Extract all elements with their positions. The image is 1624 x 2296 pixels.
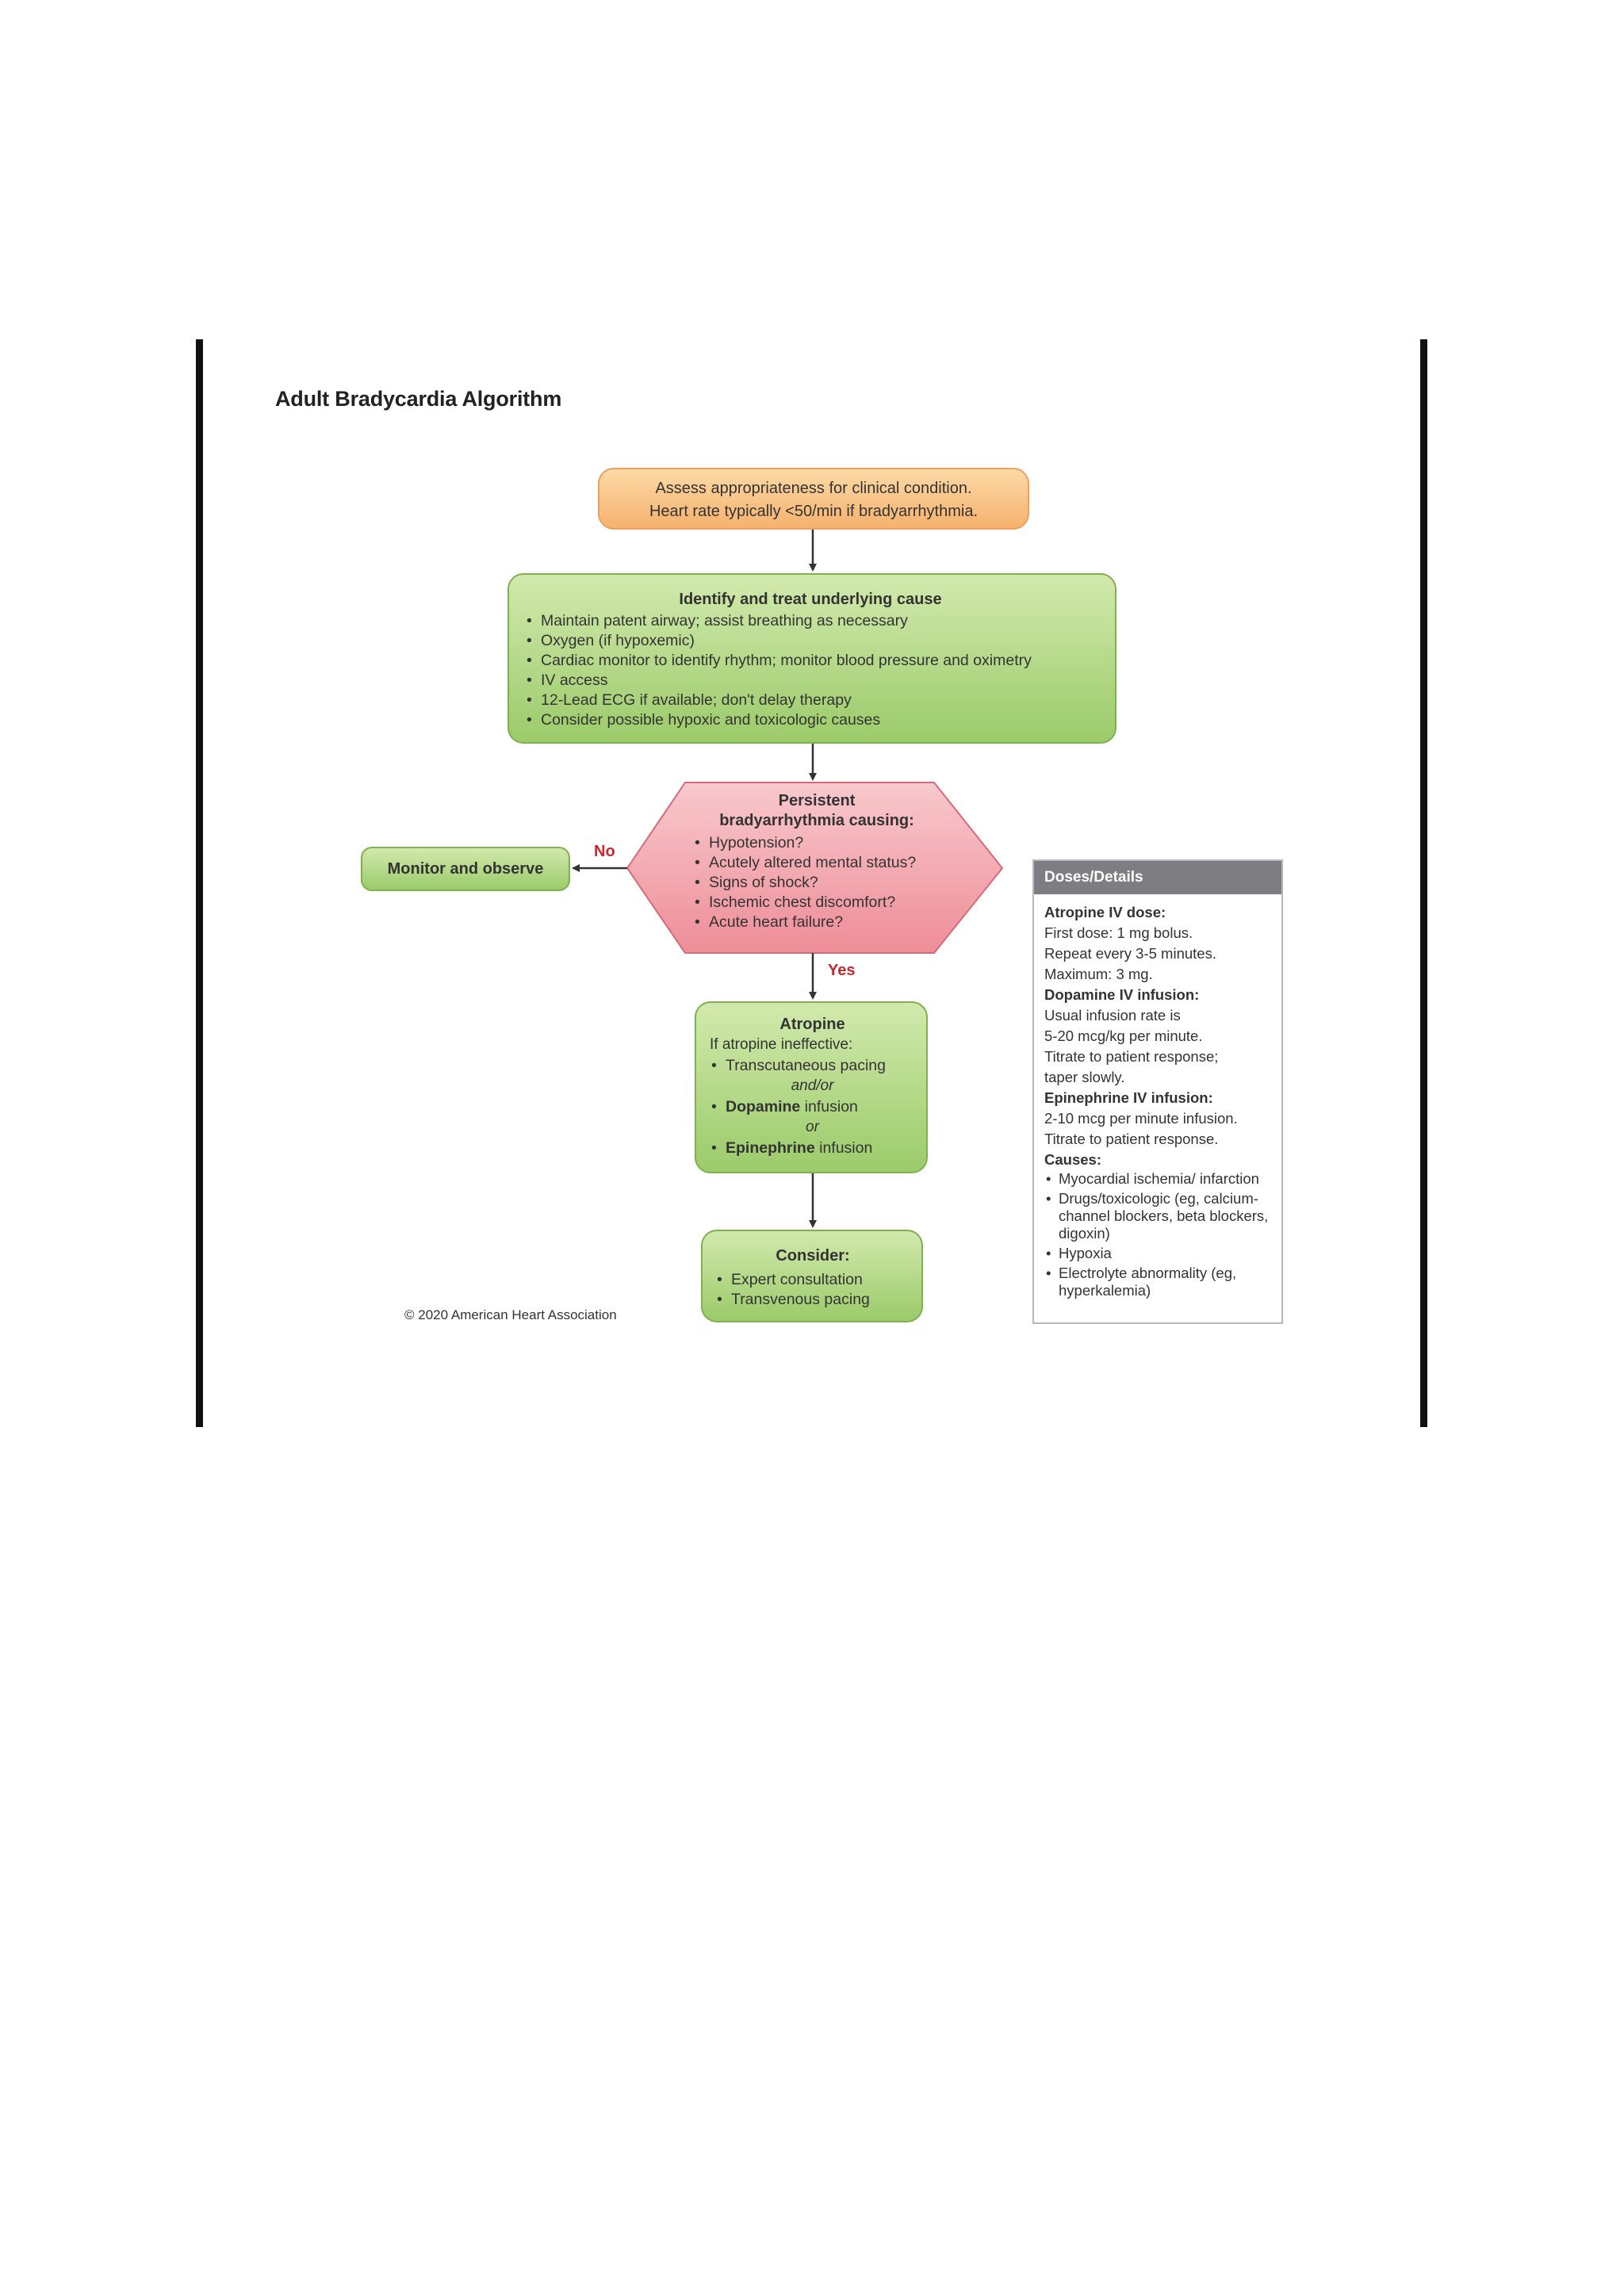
atropine-heading: Atropine	[779, 1016, 845, 1033]
dose-line: 5-20 mcg/kg per minute.	[1044, 1027, 1203, 1044]
list-item: Electrolyte abnormality (eg, hyperkalemi…	[1044, 1265, 1274, 1299]
dopamine-suffix: infusion	[800, 1098, 858, 1115]
page-title: Adult Bradycardia Algorithm	[275, 387, 562, 411]
list-item: Drugs/toxicologic (eg, calcium-channel b…	[1044, 1190, 1274, 1242]
yes-branch-label: Yes	[828, 962, 856, 979]
dopamine-label: Dopamine	[726, 1098, 801, 1115]
identify-treat-box: Identify and treat underlying cause Main…	[508, 573, 1116, 744]
identify-list: Maintain patent airway; assist breathing…	[525, 611, 1096, 730]
atropine-subtext: If atropine ineffective:	[710, 1036, 853, 1053]
atropine-list-2: Dopamine infusion	[710, 1096, 915, 1117]
causes-list: Myocardial ischemia/ infarction Drugs/to…	[1044, 1170, 1274, 1299]
identify-heading: Identify and treat underlying cause	[679, 591, 942, 608]
dopamine-dose-title: Dopamine IV infusion:	[1044, 986, 1200, 1003]
no-branch-label: No	[594, 843, 615, 860]
list-item: Hypotension?	[693, 833, 963, 853]
list-item: Transcutaneous pacing	[710, 1055, 915, 1076]
list-item: IV access	[525, 671, 1096, 691]
atropine-list-3: Epinephrine infusion	[710, 1138, 915, 1158]
dose-line: 2-10 mcg per minute infusion.	[1044, 1110, 1238, 1127]
list-item: Signs of shock?	[693, 873, 963, 893]
dose-line: Titrate to patient response.	[1044, 1131, 1219, 1147]
dose-line: Titrate to patient response;	[1044, 1048, 1219, 1065]
assess-line-1: Assess appropriateness for clinical cond…	[655, 480, 972, 497]
dose-line: Repeat every 3-5 minutes.	[1044, 945, 1216, 962]
list-item: 12-Lead ECG if available; don't delay th…	[525, 691, 1096, 710]
epinephrine-dose-title: Epinephrine IV infusion:	[1044, 1089, 1213, 1106]
atropine-box: Atropine If atropine ineffective: Transc…	[695, 1001, 928, 1173]
list-item: Acutely altered mental status?	[693, 853, 963, 873]
page-border-right	[1420, 339, 1427, 1427]
list-item: Maintain patent airway; assist breathing…	[525, 611, 1096, 631]
dose-line: taper slowly.	[1044, 1069, 1125, 1085]
list-item: Cardiac monitor to identify rhythm; moni…	[525, 651, 1096, 671]
epinephrine-suffix: infusion	[814, 1139, 873, 1157]
persistent-hexagon-text: Persistent bradyarrhythmia causing: Hypo…	[670, 791, 963, 932]
list-item: Acute heart failure?	[693, 913, 963, 932]
list-item: Epinephrine infusion	[710, 1138, 915, 1158]
page-border-left	[196, 339, 203, 1427]
list-item: Ischemic chest discomfort?	[693, 893, 963, 913]
dose-line: Maximum: 3 mg.	[1044, 966, 1153, 982]
dose-line: Usual infusion rate is	[1044, 1007, 1181, 1024]
consider-list: Expert consultation Transvenous pacing	[715, 1270, 910, 1310]
list-item: Dopamine infusion	[710, 1096, 915, 1117]
dose-line: First dose: 1 mg bolus.	[1044, 924, 1193, 941]
persistent-heading-line-1: Persistent	[778, 792, 856, 809]
doses-body: Atropine IV dose: First dose: 1 mg bolus…	[1034, 894, 1281, 1299]
conjunction-and-or: and/or	[791, 1077, 834, 1094]
atropine-dose-title: Atropine IV dose:	[1044, 904, 1166, 920]
conjunction-or: or	[806, 1119, 819, 1135]
copyright-text: © 2020 American Heart Association	[404, 1307, 617, 1322]
consider-heading: Consider:	[776, 1247, 850, 1265]
causes-title: Causes:	[1044, 1151, 1101, 1168]
list-item: Expert consultation	[715, 1270, 910, 1290]
persistent-heading-line-2: bradyarrhythmia causing:	[719, 812, 914, 829]
list-item: Myocardial ischemia/ infarction	[1044, 1170, 1274, 1188]
persistent-list: Hypotension? Acutely altered mental stat…	[670, 833, 963, 932]
list-item: Transvenous pacing	[715, 1290, 910, 1310]
consider-box: Consider: Expert consultation Transvenou…	[701, 1230, 923, 1322]
doses-header: Doses/Details	[1034, 861, 1281, 894]
doses-details-panel: Doses/Details Atropine IV dose: First do…	[1032, 859, 1283, 1324]
epinephrine-label: Epinephrine	[726, 1139, 815, 1157]
list-item: Hypoxia	[1044, 1245, 1274, 1262]
monitor-observe-box: Monitor and observe	[361, 847, 570, 891]
assess-line-2: Heart rate typically <50/min if bradyarr…	[649, 503, 979, 520]
list-item: Consider possible hypoxic and toxicologi…	[525, 710, 1096, 730]
assess-box: Assess appropriateness for clinical cond…	[598, 468, 1029, 530]
atropine-list: Transcutaneous pacing	[710, 1055, 915, 1076]
list-item: Oxygen (if hypoxemic)	[525, 631, 1096, 651]
